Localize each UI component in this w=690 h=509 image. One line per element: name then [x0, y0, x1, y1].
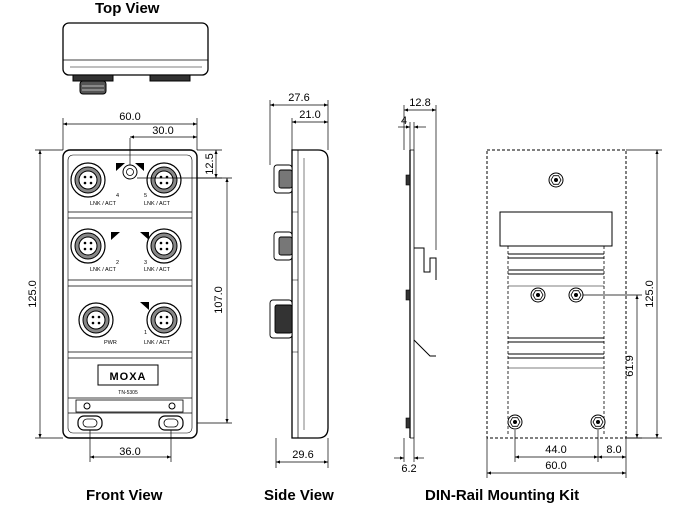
port-3-connector-icon: [146, 228, 182, 264]
dim-front-inner-height: 107.0: [213, 286, 225, 314]
port-5-label: LNK / ACT: [144, 201, 171, 207]
port-2-label: LNK / ACT: [90, 267, 117, 273]
din-plate-outline: [486, 149, 627, 439]
port-3-label: LNK / ACT: [144, 267, 171, 273]
port-2-number: 2: [116, 260, 119, 266]
din-rail-bracket: [499, 211, 613, 247]
moxa-logo: MOXA: [110, 371, 147, 383]
dim-din-hole-height: 61.9: [624, 355, 636, 376]
port-1-connector-icon: [146, 302, 182, 338]
din-screw-icon: [405, 174, 411, 186]
port-5-number: 5: [144, 193, 147, 199]
top-view-connector: [79, 80, 107, 95]
port-2-connector-icon: [70, 228, 106, 264]
din-screw-icon: [405, 289, 411, 301]
top-view-body: [62, 22, 209, 76]
caption-top-view: Top View: [95, 0, 160, 17]
din-clip-lower: [413, 339, 436, 357]
din-bottom-screw-icon: [507, 414, 523, 430]
model-label: TN-5305: [118, 390, 138, 396]
led-indicator-icon: [111, 232, 120, 240]
port-1-label: LNK / ACT: [144, 340, 171, 346]
din-rail-front-plate: 125.0 61.9 44.0 8.0 60.0: [486, 149, 662, 478]
front-view: 4 LNK / ACT 5 LNK / ACT 2 LNK / ACT 3 LN…: [27, 111, 232, 462]
port-3-number: 3: [144, 260, 147, 266]
port-1-number: 1: [144, 330, 147, 336]
dim-side-depth: 27.6: [288, 92, 309, 104]
dim-side-bottom-depth: 29.6: [292, 449, 313, 461]
led-indicator-icon: [140, 302, 149, 310]
port-4-number: 4: [116, 193, 119, 199]
screw-icon: [168, 402, 176, 410]
dim-din-thickness: 4: [401, 115, 407, 127]
dim-din-hole-spacing: 44.0: [545, 444, 566, 456]
led-indicator-icon: [116, 163, 125, 171]
din-rail-side-profile: 12.8 4 6.2: [394, 97, 437, 475]
dim-front-height: 125.0: [27, 280, 39, 308]
dim-front-hole-spacing: 36.0: [119, 446, 140, 458]
din-mid-screw-icon: [530, 287, 546, 303]
mounting-bracket: [75, 399, 184, 413]
din-bottom-screw-icon: [590, 414, 606, 430]
dim-din-height: 125.0: [644, 280, 656, 308]
din-mid-screw-icon: [568, 287, 584, 303]
top-view-connector: [149, 74, 191, 82]
screw-icon: [83, 402, 91, 410]
dim-front-top-offset: 12.5: [204, 153, 216, 174]
dim-din-bottom-offset: 6.2: [401, 463, 416, 475]
top-view-connector: [72, 74, 114, 82]
dim-front-half-width: 30.0: [152, 125, 173, 137]
logo-frame: [97, 364, 159, 386]
dim-din-edge-offset: 8.0: [606, 444, 621, 456]
led-indicator-icon: [135, 163, 144, 171]
din-top-screw-icon: [548, 172, 564, 188]
port-5-connector-icon: [146, 162, 182, 198]
dim-din-width: 60.0: [545, 460, 566, 472]
caption-front-view: Front View: [86, 487, 163, 504]
dim-front-width: 60.0: [119, 111, 140, 123]
caption-side-view: Side View: [264, 487, 334, 504]
top-view: [62, 22, 209, 95]
side-view-body: [291, 149, 329, 439]
side-view: 27.6 21.0 29.6: [269, 92, 329, 468]
dim-side-inner-depth: 21.0: [299, 109, 320, 121]
caption-din-rail-kit: DIN-Rail Mounting Kit: [425, 487, 580, 504]
led-indicator-icon: [140, 232, 149, 240]
power-label: PWR: [104, 340, 117, 346]
port-4-label: LNK / ACT: [90, 201, 117, 207]
dim-din-plate-depth: 12.8: [409, 97, 430, 109]
power-connector-icon: [78, 302, 114, 338]
port-4-connector-icon: [70, 162, 106, 198]
din-clip-upper: [414, 247, 437, 280]
din-screw-icon: [405, 417, 411, 429]
